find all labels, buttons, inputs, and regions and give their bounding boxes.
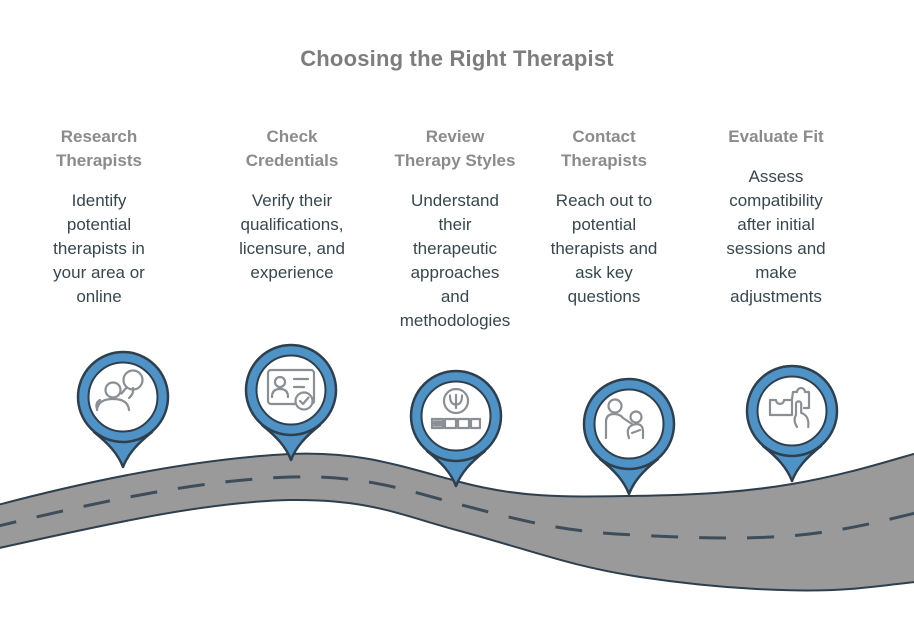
people-search-icon [95, 369, 144, 412]
step-column-contact: Contact Therapists Reach out to potentia… [524, 125, 684, 309]
road-center-line [0, 475, 914, 540]
therapy-session-icon [604, 398, 645, 440]
step-column-credentials: Check Credentials Verify their qualifica… [212, 125, 372, 285]
diagram-title: Choosing the Right Therapist [300, 46, 614, 71]
map-pin-research [76, 350, 170, 469]
step-heading: Research Therapists [56, 127, 142, 170]
map-pin-credentials [244, 343, 338, 462]
step-description: Identify potential therapists in your ar… [53, 191, 145, 306]
map-pin-evaluate [745, 364, 839, 483]
map-pin-therapy-styles [409, 369, 503, 488]
step-description: Reach out to potential therapists and as… [550, 191, 658, 306]
step-heading: Contact Therapists [561, 127, 647, 170]
step-heading: Evaluate Fit [728, 127, 824, 146]
step-description: Assess compatibility after initial sessi… [726, 167, 826, 306]
id-card-check-icon [266, 368, 316, 411]
step-column-evaluate: Evaluate Fit Assess compatibility after … [696, 125, 856, 309]
step-heading: Review Therapy Styles [394, 127, 516, 170]
psi-progress-icon [430, 387, 482, 430]
step-heading: Check Credentials [245, 127, 339, 170]
step-description: Understand their therapeutic approaches … [399, 191, 511, 330]
road-surface [0, 452, 914, 592]
step-column-research: Research Therapists Identify potential t… [19, 125, 179, 309]
step-column-styles: Review Therapy Styles Understand their t… [375, 125, 535, 333]
step-description: Verify their qualifications, licensure, … [239, 191, 345, 282]
puzzle-fit-icon [768, 386, 811, 429]
map-pin-contact [582, 377, 676, 496]
